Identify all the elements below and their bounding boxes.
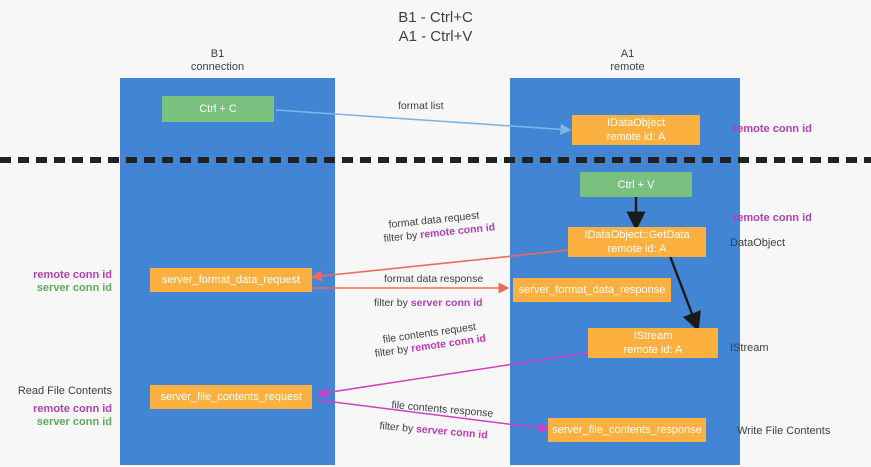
- node-ctrl-v[interactable]: Ctrl + V: [580, 172, 692, 197]
- node-server-format-data-response[interactable]: server_format_data_response: [513, 278, 671, 302]
- node-server-format-data-request[interactable]: server_format_data_request: [150, 268, 312, 292]
- column-header-b1: B1 connection: [190, 48, 245, 73]
- annotation-write-file-contents: Write File Contents: [737, 425, 831, 437]
- node-idataobject[interactable]: IDataObject remote id: A: [572, 115, 700, 145]
- node-server-file-contents-request[interactable]: server_file_contents_request: [150, 385, 312, 409]
- filter-prefix: filter by: [374, 342, 413, 360]
- edge-label-format-data-response: format data response: [384, 273, 484, 285]
- filter-key-server-conn-id: server conn id: [410, 297, 483, 309]
- edge-label-file-contents-response: file contents response: [390, 399, 494, 420]
- annotation-remote-conn-id-top: remote conn id: [733, 123, 812, 135]
- edge-label-file-contents-response-filter: filter by server conn id: [379, 420, 488, 442]
- filter-prefix: filter by: [378, 420, 417, 436]
- annotation-left-server-conn-id-2: server conn id: [36, 416, 112, 428]
- node-istream[interactable]: IStream remote id: A: [588, 328, 718, 358]
- node-idataobject-getdata[interactable]: IDataObject::GetData remote id: A: [568, 227, 706, 257]
- annotation-left-remote-conn-id-2: remote conn id: [33, 403, 112, 415]
- annotation-left-remote-conn-id: remote conn id: [33, 269, 112, 281]
- page-title: B1 - Ctrl+C A1 - Ctrl+V: [398, 9, 473, 45]
- section-divider: [0, 157, 871, 163]
- edge-label-format-list: format list: [398, 100, 444, 112]
- filter-prefix: filter by: [374, 297, 411, 309]
- column-header-a1: A1 remote: [610, 48, 645, 73]
- filter-prefix: filter by: [383, 229, 421, 245]
- annotation-istream: IStream: [730, 342, 769, 354]
- annotation-read-file-contents: Read File Contents: [17, 385, 112, 397]
- node-server-file-contents-response[interactable]: server_file_contents_response: [548, 418, 706, 442]
- annotation-dataobject: DataObject: [730, 237, 786, 249]
- annotation-left-server-conn-id: server conn id: [36, 282, 112, 294]
- annotation-remote-conn-id-mid: remote conn id: [733, 212, 812, 224]
- filter-key-server-conn-id: server conn id: [415, 423, 489, 442]
- edge-label-format-data-response-filter: filter by server conn id: [374, 297, 483, 310]
- node-ctrl-c[interactable]: Ctrl + C: [162, 96, 274, 122]
